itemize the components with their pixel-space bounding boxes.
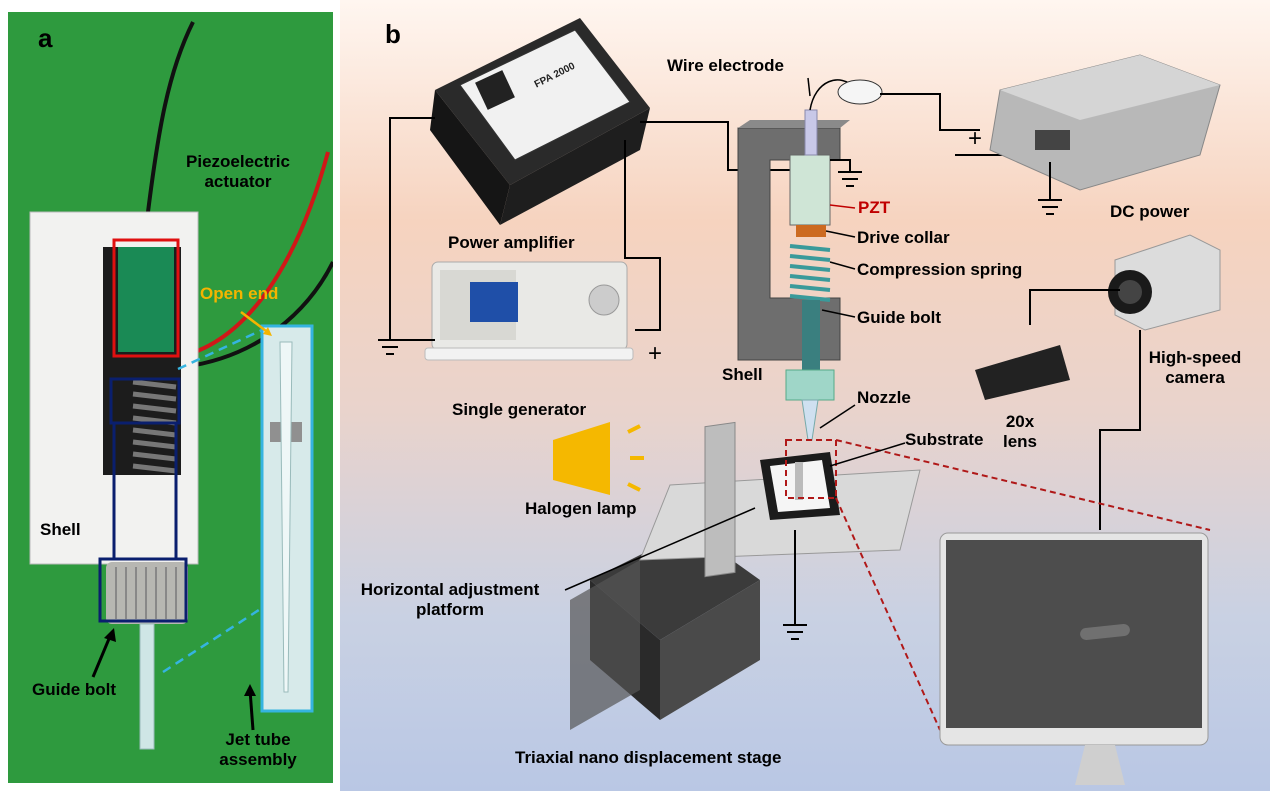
single-generator-label: Single generator: [452, 400, 587, 419]
pzt-label: PZT: [858, 198, 891, 217]
panel-a-photo: a Piezoelectric actuator Open end Shell …: [8, 12, 333, 783]
guide-bolt-label-b: Guide bolt: [857, 308, 942, 327]
panel-a-letter: a: [38, 23, 53, 53]
shell-label-a: Shell: [40, 520, 81, 539]
power-amplifier-label: Power amplifier: [448, 233, 575, 252]
dc-power-label: DC power: [1110, 202, 1190, 221]
dc-power-device: [989, 54, 1221, 191]
guide-bolt-label-a: Guide bolt: [32, 680, 117, 699]
panel-b-drawing: [378, 18, 1221, 785]
signal-generator-device: [424, 261, 634, 361]
power-amplifier-device: [430, 18, 650, 225]
open-end-label: Open end: [200, 284, 279, 303]
drive-collar-label: Drive collar: [857, 228, 950, 247]
high-speed-camera-device: [1108, 234, 1221, 331]
piezo-actuator-label: Piezoelectric actuator: [186, 152, 290, 191]
nozzle-label: Nozzle: [857, 388, 911, 407]
panel-a-drawing: [29, 21, 333, 750]
jet-tube-label: Jet tube assembly: [219, 730, 297, 769]
high-speed-camera-label: High-speed camera: [1148, 348, 1242, 387]
triaxial-stage-label: Triaxial nano displacement stage: [515, 748, 782, 767]
halogen-lamp-label: Halogen lamp: [525, 499, 637, 518]
shell-label-b: Shell: [722, 365, 763, 384]
panel-b-schematic: b Wire electrode FPA 2000 Power amplifie…: [340, 0, 1270, 791]
dc-plus-label: +: [968, 125, 983, 152]
substrate-label: Substrate: [905, 430, 984, 449]
stage-device: [570, 421, 921, 730]
panel-b-letter: b: [385, 19, 401, 49]
generator-plus-label: +: [648, 340, 663, 367]
lens-label: 20x lens: [1002, 412, 1038, 451]
monitor-device: [939, 532, 1209, 785]
compression-spring-label: Compression spring: [857, 260, 1023, 279]
wire-electrode-label: Wire electrode: [667, 56, 784, 75]
horizontal-platform-label: Horizontal adjustment platform: [360, 580, 540, 619]
